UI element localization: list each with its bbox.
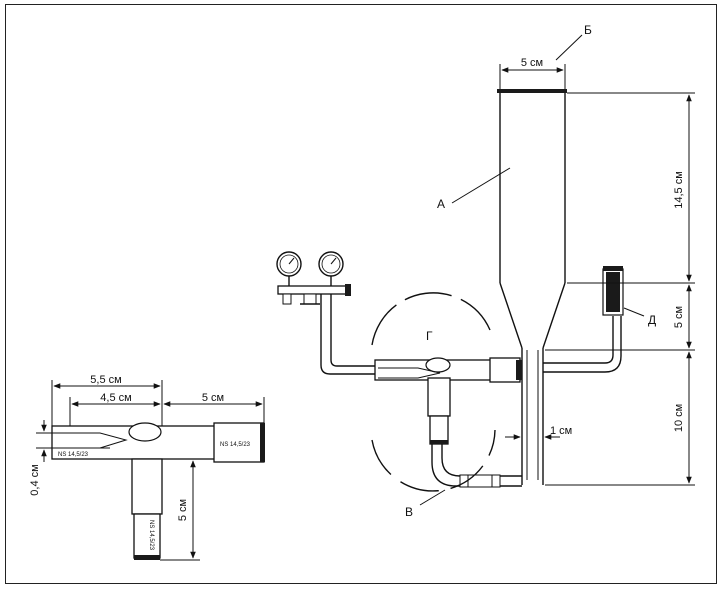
detail-circle bbox=[371, 292, 496, 492]
detail-side-label: 5 см bbox=[202, 392, 224, 404]
dim-top-width-label: 5 см bbox=[521, 57, 543, 69]
label-d: Д bbox=[648, 313, 656, 327]
leader-v bbox=[419, 489, 446, 506]
joint-label-bottom: NS 14,5/23 bbox=[148, 520, 154, 551]
side-tube-right bbox=[543, 266, 624, 373]
dim-right-vertical bbox=[545, 92, 695, 486]
t-piece-g bbox=[374, 357, 522, 445]
label-v: В bbox=[405, 505, 413, 519]
label-a: А bbox=[437, 197, 445, 211]
leader-b bbox=[555, 34, 583, 61]
u-tube bbox=[431, 440, 522, 488]
detail-dims bbox=[36, 380, 265, 561]
diagram-frame bbox=[5, 4, 717, 584]
leader-a bbox=[451, 167, 511, 204]
pressure-gauges bbox=[276, 251, 351, 305]
detail-inner-label: 4,5 см bbox=[100, 392, 131, 404]
joint-label-left: NS 14,5/23 bbox=[58, 452, 89, 458]
joint-label-side: NS 14,5/23 bbox=[220, 442, 251, 448]
label-b: Б bbox=[584, 23, 592, 37]
dim-top-width bbox=[499, 64, 566, 89]
detail-t-piece: NS 14,5/23 NS 14,5/23 NS 14,5/23 bbox=[51, 422, 265, 560]
detail-gap-label: 0,4 см bbox=[29, 464, 41, 495]
dim-cone-height-label: 5 см bbox=[673, 306, 685, 328]
dim-bottom-height-label: 10 см bbox=[673, 404, 685, 432]
detail-total-label: 5,5 см bbox=[90, 374, 121, 386]
dim-column-height-label: 14,5 см bbox=[673, 171, 685, 209]
detail-down-label: 5 см bbox=[177, 499, 189, 521]
main-column bbox=[497, 89, 567, 485]
leader-d bbox=[623, 307, 645, 317]
dim-gap-label: 1 см bbox=[550, 425, 572, 437]
gauge-tube bbox=[320, 294, 375, 375]
label-g: Г bbox=[426, 329, 433, 343]
